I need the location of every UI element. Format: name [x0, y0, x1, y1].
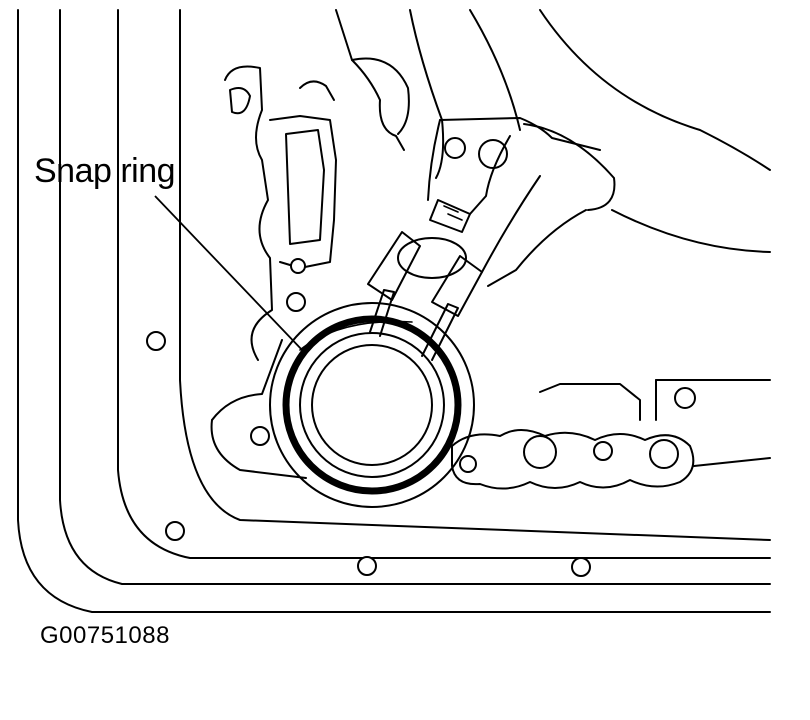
bore-inner-edge — [299, 332, 445, 478]
bolt-hole — [146, 331, 166, 351]
bore-opening — [311, 344, 433, 466]
snap-ring-callout-label: Snap ring — [34, 152, 176, 190]
hands — [335, 9, 771, 287]
bolt-hole — [290, 258, 306, 274]
callout-leader-line — [154, 195, 305, 353]
bolt-hole — [444, 137, 466, 159]
bore-housing — [269, 302, 475, 508]
bore-assembly — [269, 302, 475, 508]
bolt-hole — [649, 439, 679, 469]
case-flange-outline — [17, 9, 771, 613]
bolt-hole — [286, 292, 306, 312]
boss-chain — [451, 379, 771, 490]
figure-code: G00751088 — [40, 622, 170, 649]
bolt-hole — [165, 521, 185, 541]
bolt-hole — [523, 435, 557, 469]
bolt-holes — [146, 137, 696, 577]
bolt-hole — [674, 387, 696, 409]
bolt-hole — [250, 426, 270, 446]
bolt-hole — [571, 557, 591, 577]
bolt-hole — [459, 455, 477, 473]
snap-ring-pliers — [367, 199, 483, 361]
pliers-pivot — [397, 237, 467, 279]
snap-ring — [282, 315, 462, 495]
bolt-hole — [478, 139, 508, 169]
bolt-hole — [593, 441, 613, 461]
bolt-hole — [357, 556, 377, 576]
